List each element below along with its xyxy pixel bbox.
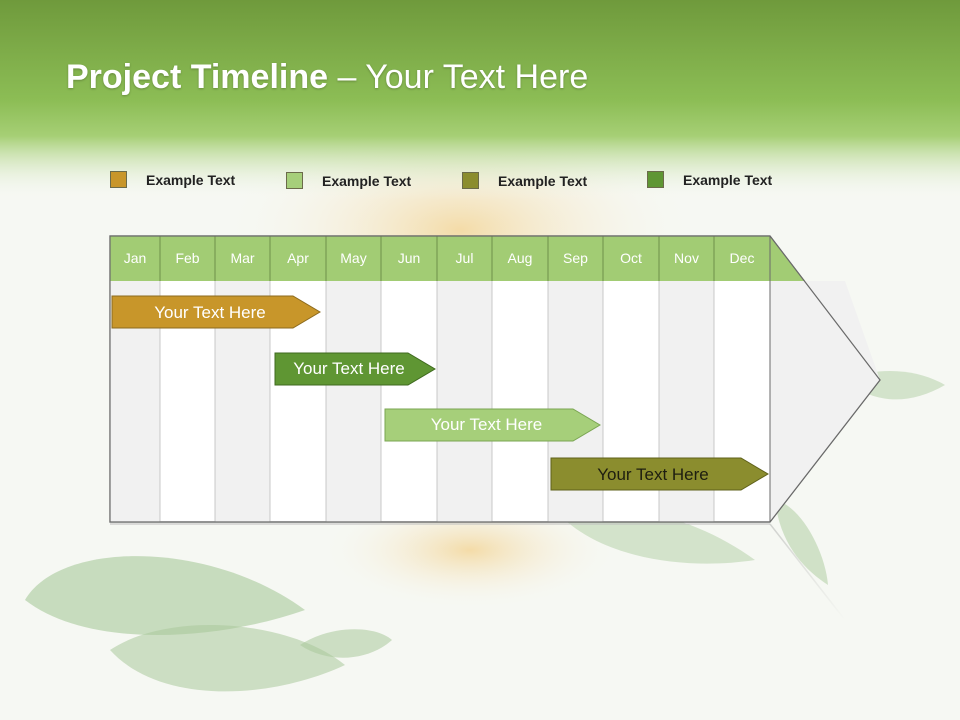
task-label: Your Text Here	[597, 465, 709, 484]
month-label: Jun	[397, 250, 421, 266]
legend-label: Example Text	[683, 172, 773, 188]
timeline-arrow-tip	[770, 281, 880, 522]
leaf-decoration	[300, 629, 392, 658]
legend-swatch	[286, 172, 303, 189]
task-label: Your Text Here	[154, 303, 266, 322]
task-arrow	[274, 352, 436, 386]
legend-label: Example Text	[322, 173, 412, 189]
page-title: Project Timeline – Your Text Here	[66, 58, 588, 97]
month-label: Mar	[230, 250, 255, 266]
legend-swatch	[647, 171, 664, 188]
legend-swatch	[462, 172, 479, 189]
leaf-decoration	[565, 509, 755, 564]
leaf-decoration	[775, 500, 828, 585]
month-label: May	[340, 250, 367, 266]
legend-label: Example Text	[498, 173, 588, 189]
month-label: Nov	[674, 250, 699, 266]
reflection-line	[769, 523, 846, 621]
month-label: Sep	[563, 250, 588, 266]
task-arrow	[111, 295, 321, 329]
month-label: Apr	[287, 250, 309, 266]
task-label: Your Text Here	[293, 359, 405, 378]
month-header-band	[110, 236, 770, 281]
legend-label: Example Text	[146, 172, 236, 188]
task-arrow	[384, 408, 601, 442]
legend-swatch	[110, 171, 127, 188]
month-column-shade	[437, 281, 492, 522]
title-rest: – Your Text Here	[328, 58, 589, 96]
month-label: Dec	[729, 250, 755, 266]
month-label: Oct	[620, 250, 642, 266]
month-label: Jan	[123, 250, 147, 266]
timeline-arrow-outline	[109, 235, 881, 523]
month-label: Jul	[455, 250, 474, 266]
month-label: Aug	[507, 250, 533, 266]
month-column-shade	[326, 281, 381, 522]
leaf-decoration	[110, 624, 345, 692]
task-arrow	[550, 457, 769, 491]
title-bold: Project Timeline	[66, 58, 329, 96]
leaf-decoration	[25, 556, 305, 635]
month-label: Feb	[175, 250, 200, 266]
task-label: Your Text Here	[430, 415, 543, 434]
